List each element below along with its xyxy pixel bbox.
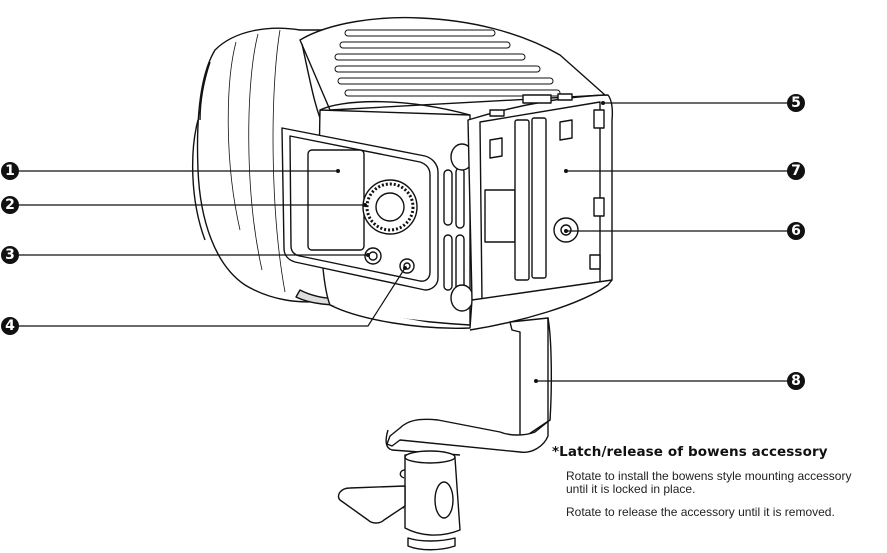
power-button [364,247,382,265]
spigot-clamp [337,450,461,551]
callout-8: 8 [787,372,805,390]
callout-1: 1 [1,162,19,180]
svg-text:1: 1 [5,163,15,179]
side-vents [443,143,474,312]
svg-text:7: 7 [791,163,801,179]
bowens-note: *Latch/release of bowens accessory Rotat… [552,444,872,529]
rear-plate [467,93,614,311]
callout-3: 3 [1,246,19,264]
callout-6: 6 [787,222,805,240]
control-dial [362,179,418,235]
yoke-bracket [385,317,552,456]
note-paragraph-install: Rotate to install the bowens style mount… [566,469,852,496]
small-button [399,258,415,274]
clamp-handle [337,485,406,524]
callout-5: 5 [787,94,805,112]
note-title: *Latch/release of bowens accessory [552,444,828,460]
control-panel [281,127,439,291]
callout-2: 2 [1,196,19,214]
callout-7: 7 [787,162,805,180]
svg-text:4: 4 [5,318,15,334]
svg-text:3: 3 [5,247,15,263]
svg-text:5: 5 [791,95,801,111]
note-paragraph-release: Rotate to release the accessory until it… [566,505,835,519]
svg-text:6: 6 [791,223,801,239]
heatsink-top [299,16,606,131]
display-screen [307,149,365,251]
svg-text:8: 8 [791,373,801,389]
svg-text:2: 2 [5,197,15,213]
callout-4: 4 [1,317,19,335]
leader-lines [16,102,794,382]
